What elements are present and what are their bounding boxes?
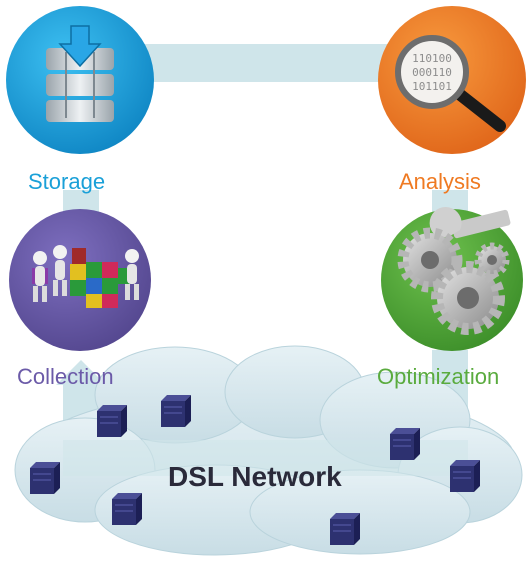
collection-node [9, 209, 151, 351]
dsl-device-icon [160, 394, 192, 428]
people-building-blocks-icon [32, 245, 139, 308]
binary-line: 101101 [412, 80, 452, 93]
binary-line: 000110 [412, 66, 452, 79]
dsl-device-icon [329, 512, 361, 546]
collection-label: Collection [17, 364, 114, 389]
dsl-device-icon [389, 427, 421, 461]
dsl-device-icon [111, 492, 143, 526]
binary-line: 110100 [412, 52, 452, 65]
dsl-device-icon [449, 459, 481, 493]
analysis-node: 110100 000110 101101 [378, 6, 526, 154]
gears-wrench-icon [397, 207, 511, 335]
magnifier-binary-icon: 110100 000110 101101 [395, 35, 506, 132]
database-download-icon [46, 25, 114, 122]
optimization-label: Optimization [377, 364, 500, 389]
dsl-device-icon [29, 461, 61, 495]
optimization-node [381, 207, 523, 351]
storage-label: Storage [28, 169, 106, 194]
dsl-device-icon [96, 404, 128, 438]
analysis-label: Analysis [399, 169, 481, 194]
storage-node [6, 6, 154, 154]
dsl-network-label: DSL Network [168, 461, 342, 492]
